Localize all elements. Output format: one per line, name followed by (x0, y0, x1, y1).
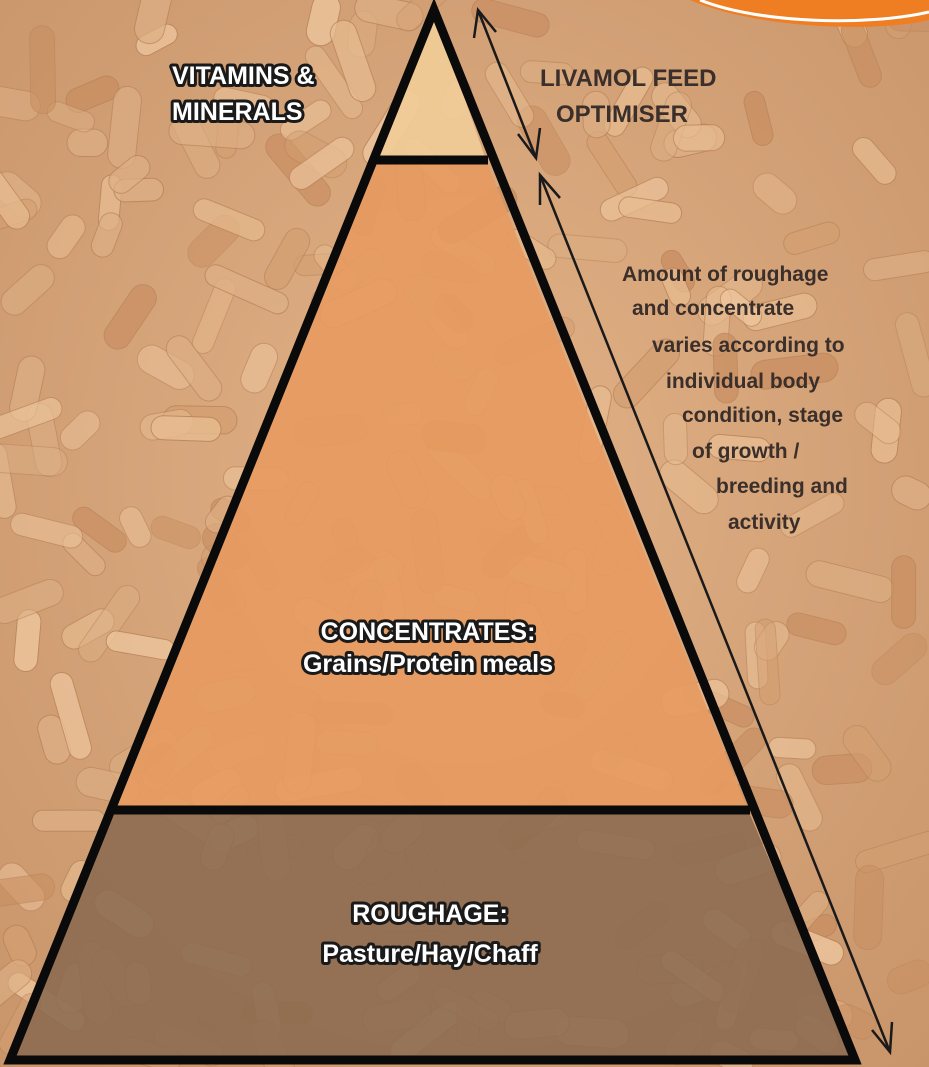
roughage-label-line1: ROUGHAGE: (352, 900, 508, 928)
note-line-5: condition, stage (682, 404, 843, 427)
pellet (67, 129, 108, 157)
concentrates-label-line1: CONCENTRATES: (321, 618, 536, 646)
pellet (892, 556, 916, 629)
vitamins-label-line2: MINERALS (172, 98, 303, 126)
note-line-8: activity (728, 511, 801, 534)
pellet (151, 415, 222, 442)
roughage-label-line2: Pasture/Hay/Chaff (322, 940, 538, 968)
optimiser-label-line2: OPTIMISER (556, 101, 688, 128)
note-line-2: and concentrate (632, 297, 794, 320)
tier-roughage (10, 810, 855, 1060)
note-line-6: of growth / (692, 440, 799, 463)
pellet (673, 124, 725, 151)
concentrates-label-line2: Grains/Protein meals (303, 650, 553, 678)
pellet (32, 810, 105, 831)
note-line-4: individual body (666, 370, 820, 393)
optimiser-label-line1: LIVAMOL FEED (540, 65, 716, 92)
pellet (29, 26, 55, 114)
note-line-3: varies according to (652, 334, 845, 357)
note-line-7: breeding and (716, 475, 848, 498)
pellet (768, 737, 817, 760)
pellet (853, 865, 884, 950)
pellet (0, 443, 68, 477)
note-line-1: Amount of roughage (622, 263, 828, 286)
vitamins-label-line1: VITAMINS & (172, 62, 315, 90)
